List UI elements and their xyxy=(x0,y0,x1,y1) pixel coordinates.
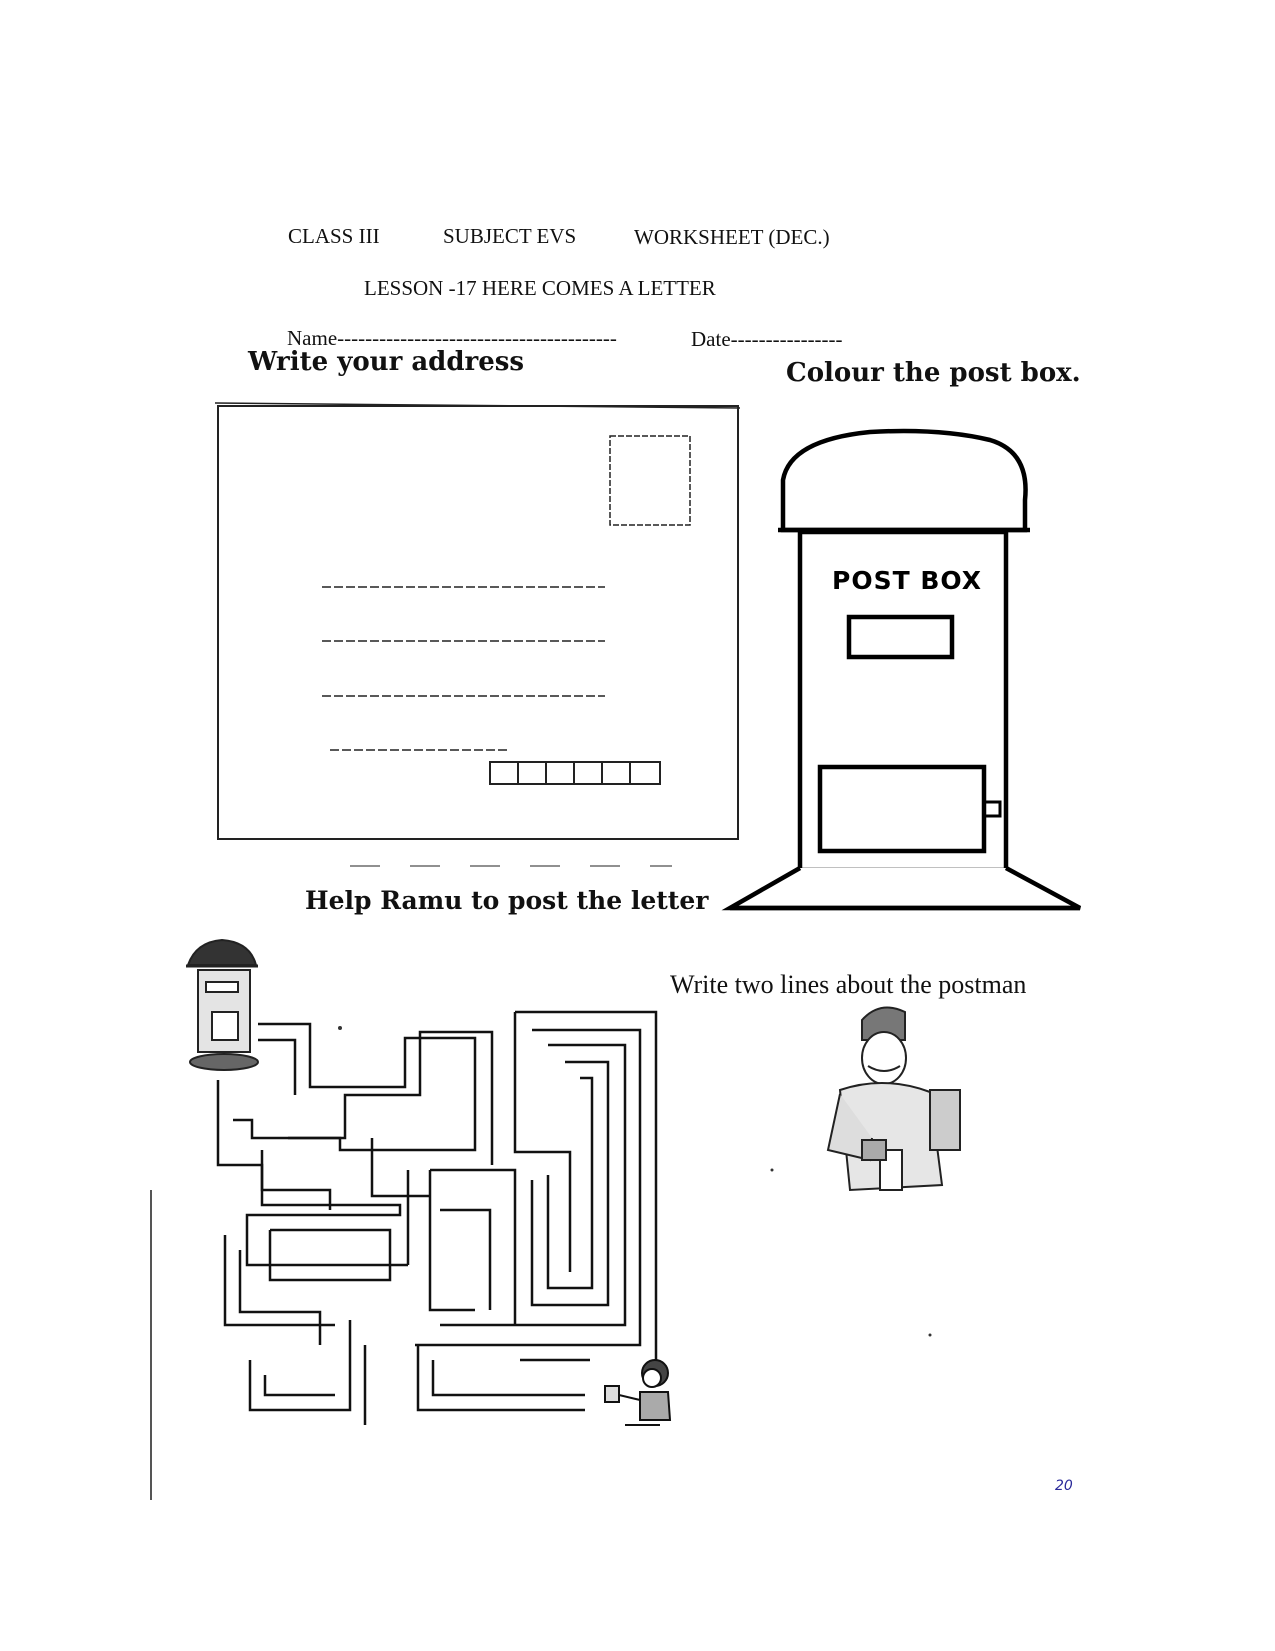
name-field[interactable]: Name------------------------------------… xyxy=(287,326,617,350)
postman-title: Write two lines about the postman xyxy=(670,970,1027,999)
maze-title: Help Ramu to post the letter xyxy=(305,886,709,915)
lesson-title: LESSON -17 HERE COMES A LETTER xyxy=(364,276,716,300)
maze xyxy=(216,1010,658,1425)
page-mark: 20 xyxy=(1055,1478,1073,1494)
pin-code-boxes xyxy=(489,761,661,785)
subject-label: SUBJECT EVS xyxy=(443,224,577,248)
address-title: Write your address xyxy=(248,347,525,377)
stamp-box xyxy=(609,435,691,526)
small-postbox-icon xyxy=(186,938,259,1071)
address-card xyxy=(214,402,741,867)
date-field[interactable]: Date---------------- xyxy=(691,327,843,351)
post-box-drawing xyxy=(721,428,1082,911)
worksheet-label: WORKSHEET (DEC.) xyxy=(634,225,830,249)
page-margin-line xyxy=(150,1190,152,1500)
postbox-title: Colour the post box. xyxy=(786,358,1081,388)
post-box-label: POST BOX xyxy=(832,566,982,595)
postman-illustration xyxy=(826,1006,961,1192)
letter-slot xyxy=(846,614,955,660)
class-label: CLASS III xyxy=(288,224,380,248)
ramu-figure xyxy=(604,1359,672,1426)
